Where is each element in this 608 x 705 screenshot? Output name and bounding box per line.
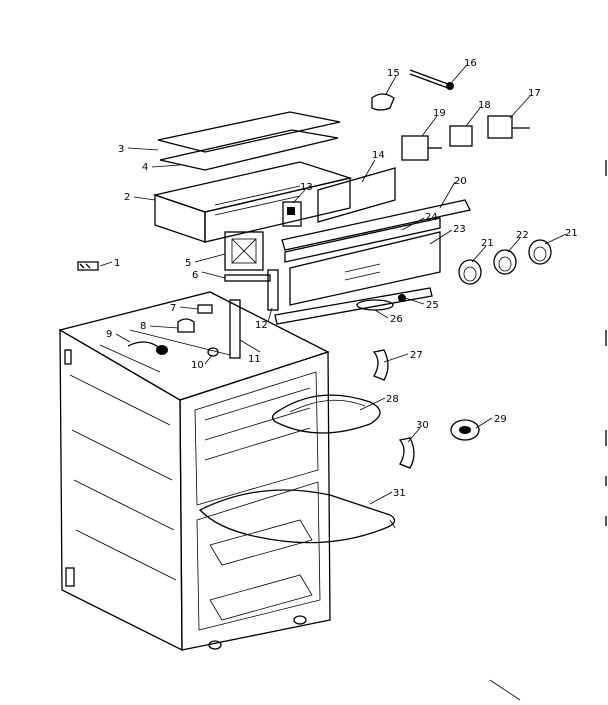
callout-24: 24 [425,212,438,223]
bracket-30 [398,437,415,469]
margin-marks [489,160,607,701]
callout-leaders [99,65,567,505]
callout-30: 30 [416,420,429,431]
callout-9: 9 [106,329,112,340]
callout-15: 15 [387,68,400,79]
callout-6: 6 [192,270,198,281]
bracket-part [282,201,302,227]
callout-1: 1 [114,258,120,269]
knobs [458,239,552,285]
callout-11: 11 [248,354,261,365]
small-parts [127,304,219,357]
bake-element [198,489,396,544]
callout-16: 16 [464,58,477,69]
callout-10: 10 [191,360,204,371]
callout-23: 23 [453,224,466,235]
callout-4: 4 [142,162,148,173]
callout-25: 25 [426,300,439,311]
callout-8: 8 [140,321,146,332]
vertical-brackets [229,269,433,359]
callout-22: 22 [516,230,529,241]
callout-13: 13 [300,182,313,193]
part-29-device [450,419,480,441]
strip-part [224,274,271,282]
callout-31: 31 [393,488,406,499]
callout-20: 20 [454,176,467,187]
broil-element [271,394,381,434]
switches [401,115,530,161]
clip-part [77,261,99,271]
callout-26: 26 [390,314,403,325]
callout-28: 28 [386,394,399,405]
callout-3: 3 [118,144,124,155]
callout-labels: 1 2 3 4 5 6 7 8 9 10 11 12 13 14 15 16 1… [106,58,578,499]
bracket-27 [372,349,389,381]
callout-12: 12 [255,320,268,331]
switch-window-part [224,231,264,271]
callout-27: 27 [410,350,423,361]
control-panel [281,199,471,306]
panel-part [317,167,396,223]
callout-21-left: 21 [481,238,494,249]
callout-7: 7 [170,303,176,314]
lamp-and-probe [371,69,454,111]
control-housing [152,111,353,243]
callout-5: 5 [185,258,191,269]
callout-14: 14 [372,150,385,161]
callout-29: 29 [494,414,507,425]
callout-18: 18 [478,100,491,111]
callout-2: 2 [124,192,130,203]
callout-19: 19 [433,108,446,119]
callout-21-right: 21 [565,228,578,239]
oven-cabinet [58,291,331,652]
callout-17: 17 [528,88,541,99]
